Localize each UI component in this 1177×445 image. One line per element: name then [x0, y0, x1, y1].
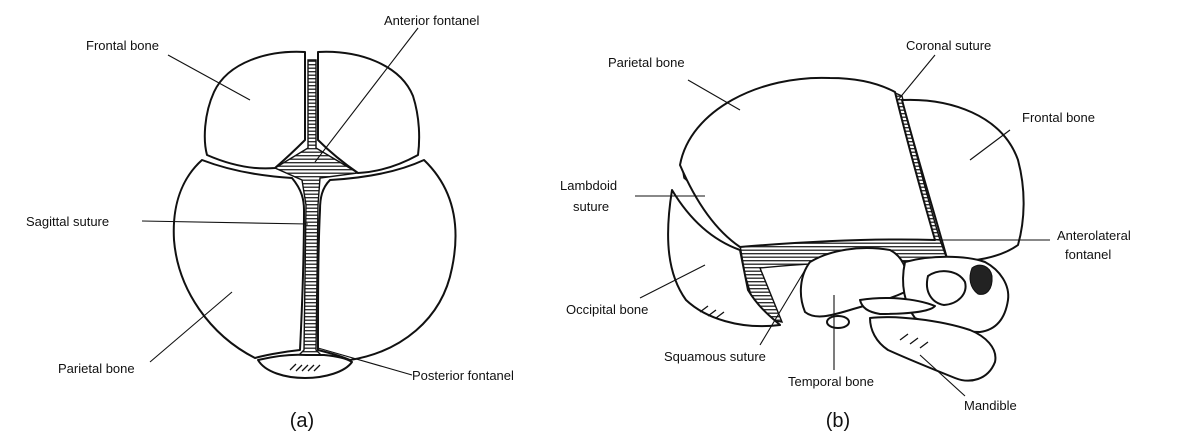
label-frontal-bone-a: Frontal bone [86, 38, 159, 53]
label-sagittal-suture-a: Sagittal suture [26, 214, 109, 229]
ear-opening [827, 316, 849, 328]
label-coronal-suture-b: Coronal suture [906, 38, 991, 53]
label-lambdoid-line2-b: suture [573, 199, 609, 214]
leader-parietal-bone-b [688, 80, 740, 110]
parietal-bone-left [174, 160, 304, 358]
parietal-bone-right [318, 160, 456, 360]
lateral-view-diagram: Parietal bone Coronal suture Frontal bon… [560, 38, 1131, 432]
label-anterolateral-line2-b: fontanel [1065, 247, 1111, 262]
caption-a: (a) [290, 410, 314, 432]
occipital-bone [258, 355, 352, 378]
frontal-bone-left [205, 52, 305, 169]
parietal-bone-lateral [680, 78, 935, 247]
caption-b: (b) [826, 410, 850, 432]
leader-coronal-suture-b [898, 55, 935, 100]
frontal-bone-right [318, 52, 419, 173]
label-mandible-b: Mandible [964, 398, 1017, 413]
label-lambdoid-line1-b: Lambdoid [560, 178, 617, 193]
label-parietal-bone-b: Parietal bone [608, 55, 685, 70]
label-occipital-bone-b: Occipital bone [566, 302, 648, 317]
label-squamous-suture-b: Squamous suture [664, 349, 766, 364]
label-posterior-fontanel-a: Posterior fontanel [412, 368, 514, 383]
nasal-aperture [970, 265, 992, 294]
superior-view-diagram: Frontal bone Anterior fontanel Sagittal … [26, 13, 514, 432]
orbit [927, 271, 966, 305]
label-temporal-bone-b: Temporal bone [788, 374, 874, 389]
label-anterior-fontanel-a: Anterior fontanel [384, 13, 480, 28]
label-frontal-bone-b: Frontal bone [1022, 110, 1095, 125]
label-parietal-bone-a: Parietal bone [58, 361, 135, 376]
label-anterolateral-line1-b: Anterolateral [1057, 228, 1131, 243]
